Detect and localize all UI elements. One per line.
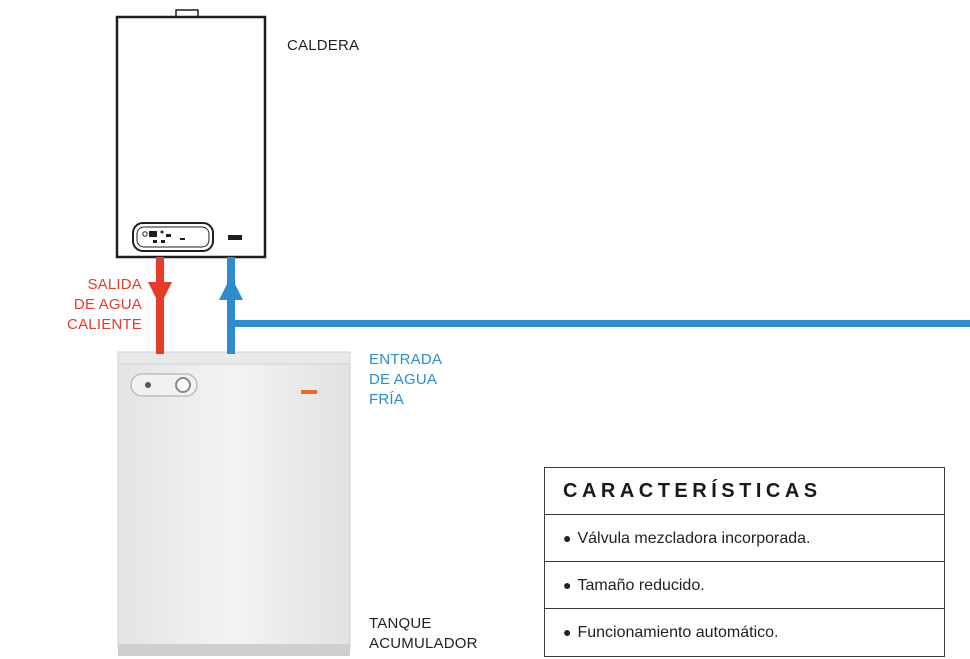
- feature-item: ● Funcionamiento automático.: [545, 609, 944, 656]
- cold-water-label-line-3: FRÍA: [369, 391, 404, 408]
- bullet-icon: ●: [563, 624, 572, 640]
- cold-water-arrow-up: [219, 276, 243, 300]
- hot-water-outlet-label: SALIDA DE AGUA CALIENTE: [10, 275, 142, 335]
- hot-water-arrow-down: [148, 282, 172, 306]
- hot-water-label-line-1: SALIDA: [87, 276, 142, 293]
- boiler-brand-badge: [228, 235, 242, 240]
- feature-text: Válvula mezcladora incorporada.: [577, 530, 811, 547]
- hot-water-label-line-2: DE AGUA: [73, 296, 142, 313]
- feature-item: ● Válvula mezcladora incorporada.: [545, 515, 944, 562]
- bullet-icon: ●: [563, 577, 572, 593]
- boiler-label: CALDERA: [287, 37, 360, 54]
- feature-item: ● Tamaño reducido.: [545, 562, 944, 609]
- features-title: CARACTERÍSTICAS: [545, 468, 944, 515]
- storage-tank: [117, 351, 351, 656]
- hot-water-pipe: [148, 257, 172, 354]
- cold-water-inlet-label: ENTRADA DE AGUA FRÍA: [369, 350, 442, 410]
- hot-water-label-line-3: CALIENTE: [67, 316, 142, 333]
- cold-water-pipe: [219, 257, 970, 354]
- boiler-control-panel: [132, 222, 214, 252]
- bullet-icon: ●: [563, 530, 572, 546]
- feature-text: Funcionamiento automático.: [577, 624, 779, 641]
- tank-label-line-2: ACUMULADOR: [369, 635, 478, 652]
- features-table: CARACTERÍSTICAS ● Válvula mezcladora inco…: [544, 467, 945, 657]
- cold-water-label-line-1: ENTRADA: [369, 351, 443, 368]
- cold-water-label-line-2: DE AGUA: [369, 371, 438, 388]
- boiler: [115, 9, 267, 259]
- tank-label-line-1: TANQUE: [369, 615, 432, 632]
- feature-text: Tamaño reducido.: [577, 577, 705, 594]
- tank-control-panel: [130, 373, 198, 397]
- tank-brand-badge: [301, 390, 317, 394]
- tank-label: TANQUE ACUMULADOR: [369, 614, 478, 654]
